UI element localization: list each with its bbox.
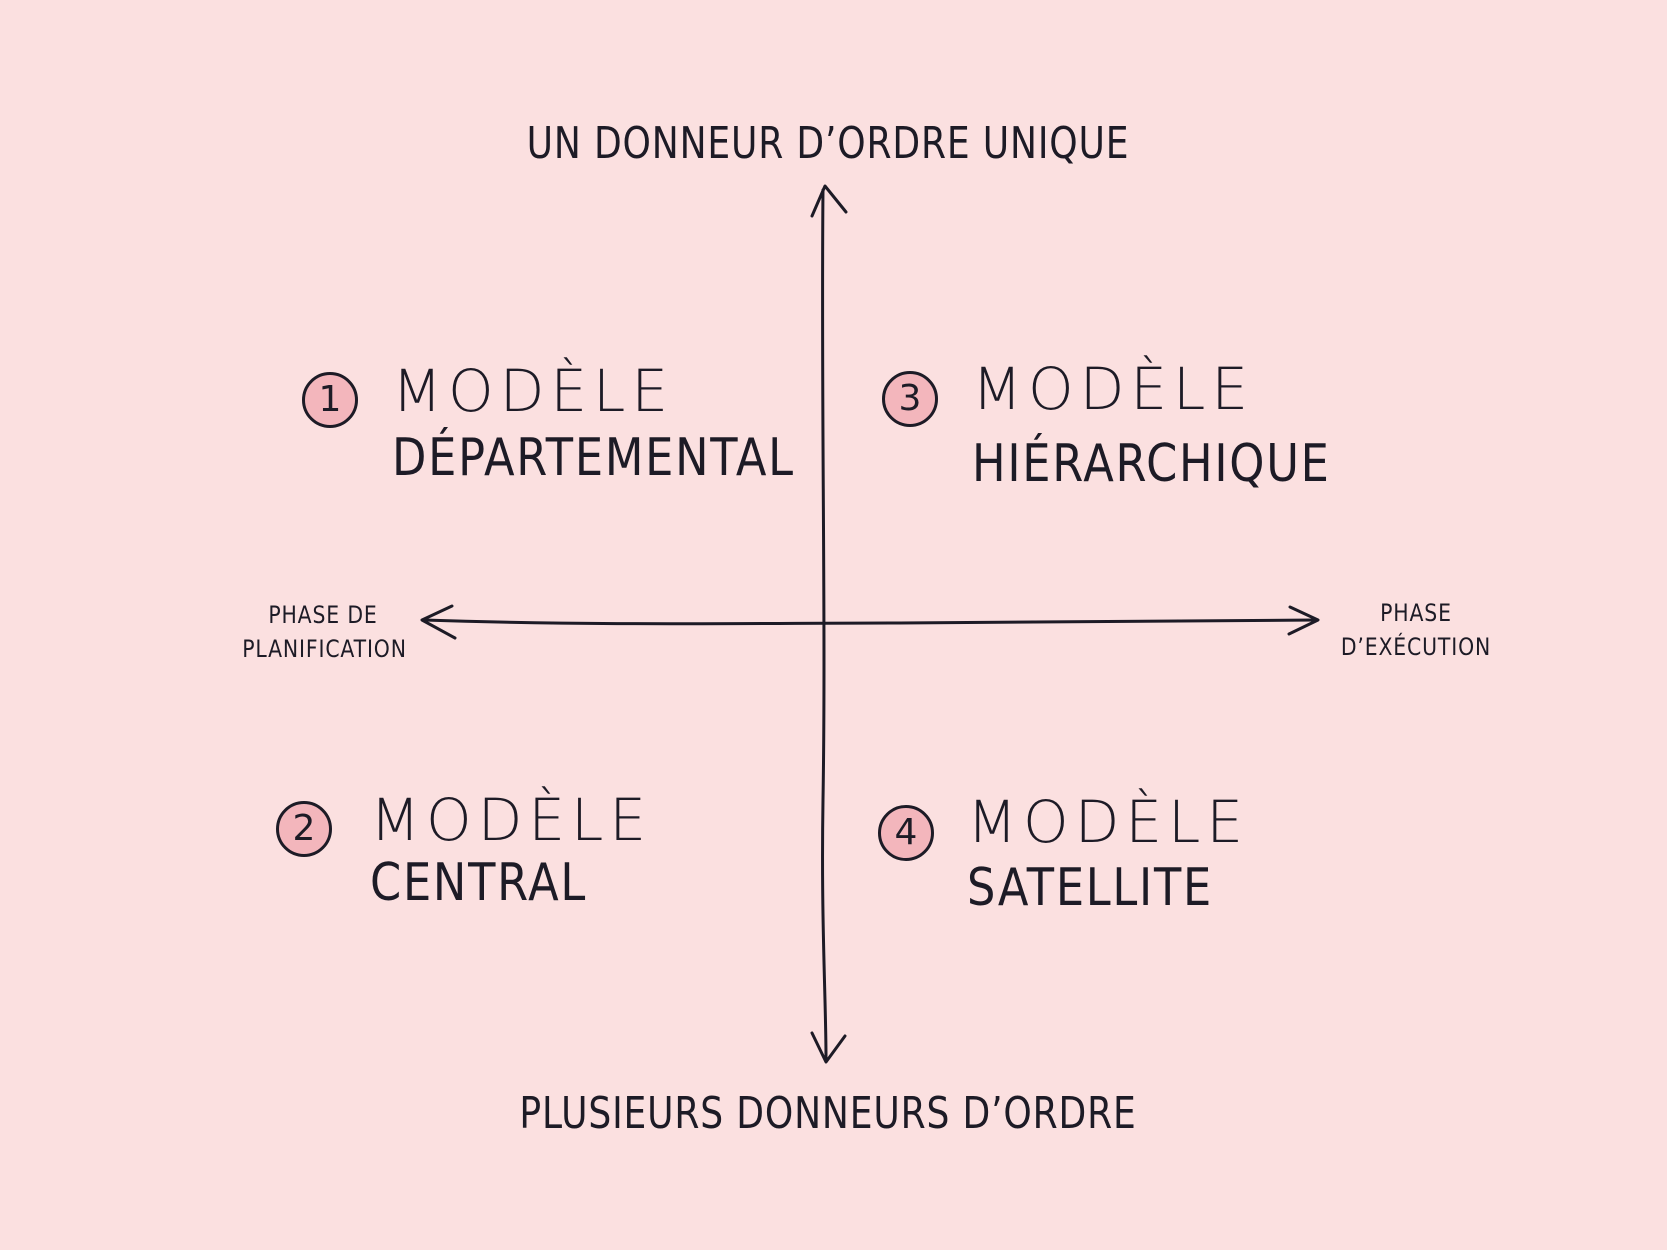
quadrant-2-badge: 2 [276,801,332,857]
quadrant-4-subtitle: SATELLITE [967,858,1213,918]
quadrant-3-subtitle: HIÉRARCHIQUE [972,434,1331,494]
quadrant-2-title: MODÈLE [370,786,652,854]
axis-label-right-line2: D’EXÉCUTION [1340,633,1492,661]
quadrant-1-title: MODÈLE [392,357,674,425]
quadrant-2-subtitle: CENTRAL [370,853,588,913]
quadrant-3-title: MODÈLE [972,355,1254,423]
arrowhead-left [420,604,457,640]
arrowhead-down [810,1031,847,1064]
axis-label-bottom: PLUSIEURS DONNEURS D’ORDRE [519,1088,1137,1139]
arrowhead-up [810,184,848,218]
axis-label-right-line1: PHASE [1380,599,1452,627]
arrowhead-right [1287,605,1320,636]
quadrant-1-subtitle: DÉPARTEMENTAL [392,428,795,488]
vertical-axis [821,188,828,1060]
axis-label-left-line2: PLANIFICATION [242,635,407,663]
quadrant-3-badge: 3 [882,371,938,427]
axis-label-left: PHASE DE PLANIFICATION [242,598,407,666]
horizontal-axis [422,618,1318,626]
axis-label-left-line1: PHASE DE [268,601,378,629]
quadrant-4-badge: 4 [878,805,934,861]
quadrant-1-badge: 1 [302,372,358,428]
axis-label-top: UN DONNEUR D’ORDRE UNIQUE [526,118,1130,169]
quadrant-4-title: MODÈLE [967,788,1249,856]
axis-label-right: PHASE D’EXÉCUTION [1340,596,1493,664]
